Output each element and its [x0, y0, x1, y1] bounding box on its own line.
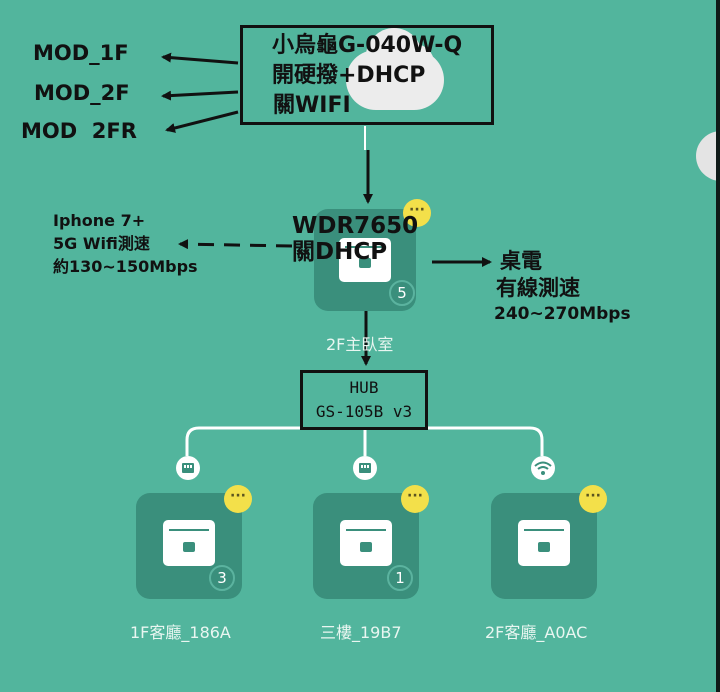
- arrow-router-iphone: [178, 239, 293, 250]
- router-dhcp-text: 關DHCP: [292, 239, 388, 265]
- arrow-mod-2f: [161, 90, 239, 101]
- ethernet-icon: [353, 456, 377, 480]
- modem-model-text: 小烏龜G-040W-Q: [272, 33, 463, 58]
- modem-wifi-text: 關WIFI: [273, 93, 351, 118]
- node-label: 三樓_19B7: [320, 623, 402, 642]
- desktop-test-text: 有線測速: [496, 276, 580, 300]
- router-annotation: WDR7650 關DHCP: [292, 213, 418, 265]
- modem-annotation-box: [240, 25, 494, 125]
- iphone-device-text: Iphone 7+: [53, 211, 146, 230]
- desktop-speed-annotation: 桌電 有線測速 240~270Mbps: [494, 248, 631, 326]
- mod-2f-label: MOD_2F: [34, 81, 130, 105]
- modem-mode-text: 開硬撥+DHCP: [272, 63, 426, 88]
- arrow-mod-2fr: [165, 110, 239, 133]
- router-icon: [340, 520, 392, 566]
- router-icon: [163, 520, 215, 566]
- iphone-speed-text: 約130~150Mbps: [53, 257, 198, 276]
- main-router-label: 2F主臥室: [326, 335, 394, 354]
- node-label: 1F客廳_186A: [130, 623, 231, 642]
- client-count-badge: 3: [209, 565, 235, 591]
- wifi-icon: [531, 456, 555, 480]
- ethernet-icon: [176, 456, 200, 480]
- hub-model-text: GS-105B v3: [315, 402, 413, 421]
- hub-title-text: HUB: [349, 378, 379, 397]
- router-icon: [339, 238, 391, 282]
- desktop-device-text: 桌電: [500, 249, 542, 273]
- iphone-speed-annotation: Iphone 7+ 5G Wifi測速 約130~150Mbps: [53, 209, 198, 278]
- more-options-icon[interactable]: ···: [579, 485, 607, 513]
- arrow-mod-1f: [161, 52, 239, 65]
- side-scroll-handle[interactable]: [696, 131, 716, 181]
- desktop-speed-text: 240~270Mbps: [494, 304, 631, 324]
- more-options-icon[interactable]: ···: [401, 485, 429, 513]
- more-options-icon[interactable]: ···: [224, 485, 252, 513]
- client-count-badge: 1: [387, 565, 413, 591]
- node-label: 2F客廳_A0AC: [485, 623, 588, 642]
- mod-1f-label: MOD_1F: [33, 41, 129, 65]
- hub-annotation-box: [300, 370, 428, 430]
- router-icon: [518, 520, 570, 566]
- cloud-icon: [346, 18, 444, 110]
- more-options-icon[interactable]: ···: [403, 199, 431, 227]
- iphone-test-text: 5G Wifi測速: [53, 234, 150, 253]
- client-count-badge: 5: [389, 280, 415, 306]
- router-model-text: WDR7650: [292, 213, 419, 239]
- mod-2fr-label: MOD 2FR: [21, 119, 137, 143]
